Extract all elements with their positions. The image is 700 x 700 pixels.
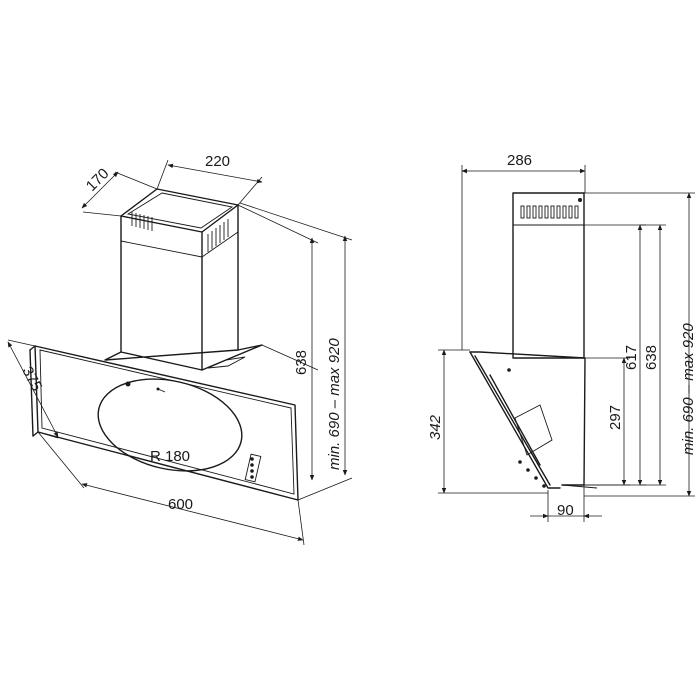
glass-panel xyxy=(29,345,299,501)
dim-286: 286 xyxy=(461,152,586,350)
dim-90-label: 90 xyxy=(557,502,574,519)
chimney-top xyxy=(120,188,239,252)
dim-220: 220 xyxy=(156,153,263,206)
dim-90: 90 xyxy=(530,485,602,522)
round-panel xyxy=(97,378,243,472)
dim-total-left-label: min. 690 – max 920 xyxy=(326,338,343,470)
dim-600: 600 xyxy=(37,431,305,546)
dim-297: 297 xyxy=(562,357,630,486)
dim-170: 170 xyxy=(81,165,158,217)
side-view: 286 min. 690 – max 920 638 617 2 xyxy=(427,152,697,522)
dim-170-label: 170 xyxy=(83,165,113,195)
dim-342: 342 xyxy=(427,349,548,494)
dim-600-label: 600 xyxy=(168,496,193,513)
dim-638-right-label: 638 xyxy=(643,345,660,370)
perspective-view: 170 220 638 min. 690 – max 920 3 xyxy=(7,153,353,546)
radius-label: R 180 xyxy=(150,448,190,465)
dim-220-label: 220 xyxy=(205,153,230,170)
dim-total-right-label: min. 690 – max 920 xyxy=(680,323,697,455)
side-vent-slots xyxy=(520,205,579,219)
dim-286-label: 286 xyxy=(507,152,532,169)
chimney-body xyxy=(120,204,239,371)
chimney-vent-slots xyxy=(131,212,229,252)
dim-297-label: 297 xyxy=(607,405,624,430)
dim-total-left: min. 690 – max 920 xyxy=(239,202,353,501)
dim-total-right: min. 690 – max 920 xyxy=(584,192,697,497)
dim-342-label: 342 xyxy=(427,414,444,440)
dim-638-left: 638 xyxy=(237,204,319,481)
dim-638-left-label: 638 xyxy=(293,350,310,375)
side-hood-body xyxy=(469,351,598,489)
hood-base xyxy=(104,344,263,371)
side-chimney xyxy=(512,192,585,359)
dim-617: 617 xyxy=(623,224,646,486)
dim-617-label: 617 xyxy=(623,345,640,370)
control-buttons xyxy=(244,453,262,483)
